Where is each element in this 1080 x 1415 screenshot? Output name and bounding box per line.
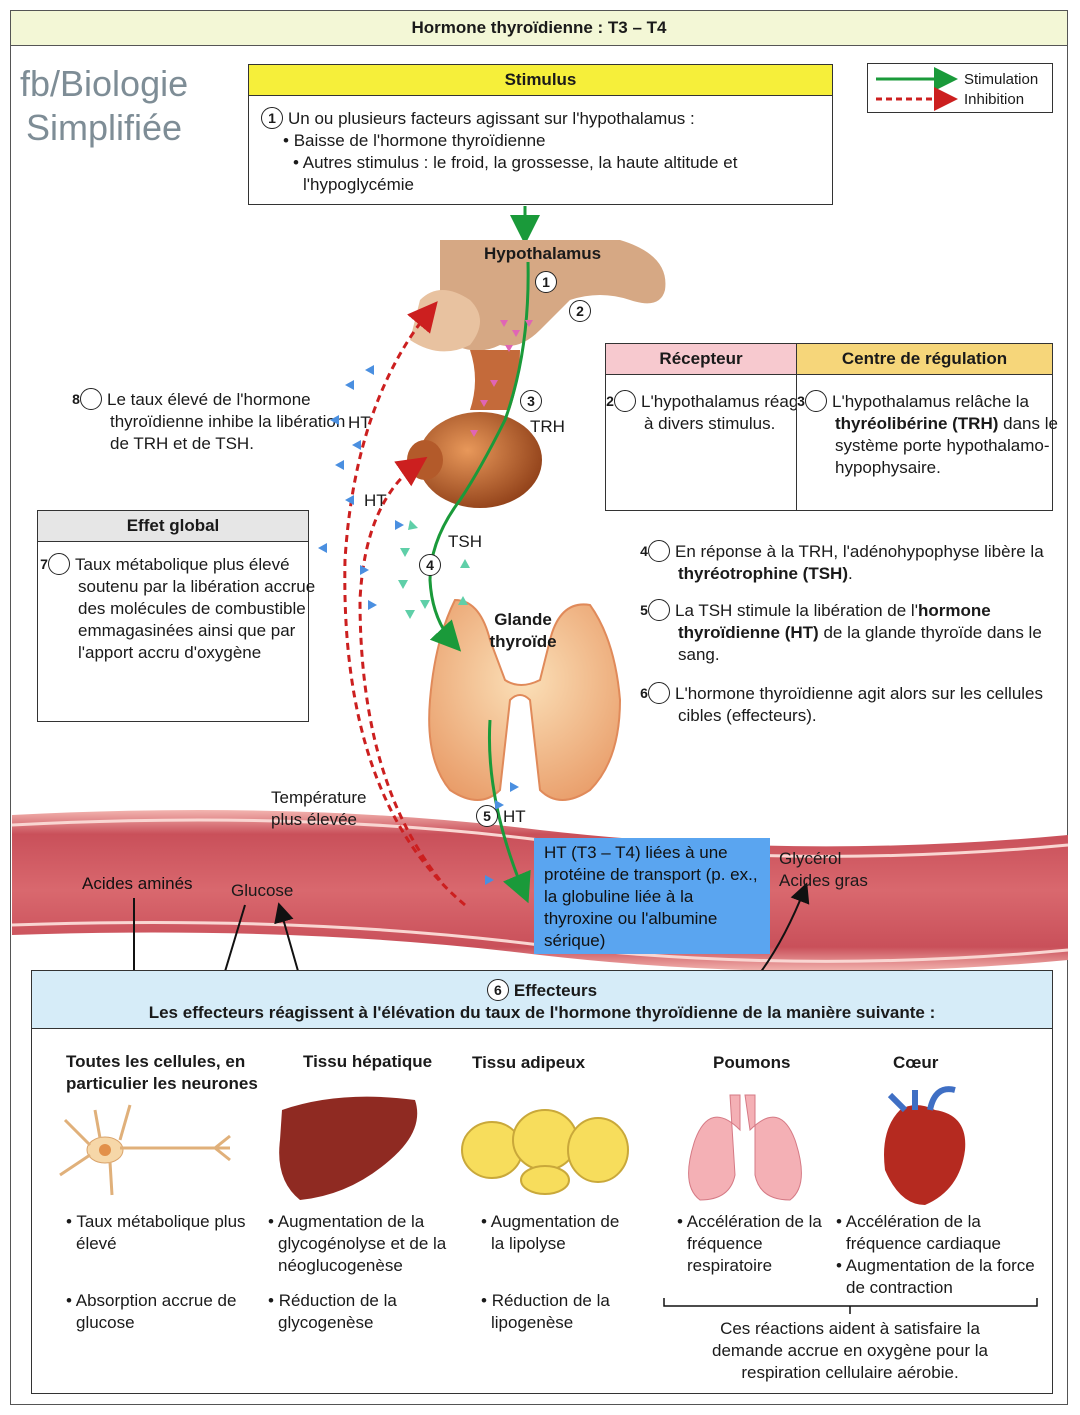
ht-molecules — [318, 365, 519, 885]
effectors-note: Ces réactions aident à satisfaire la dem… — [712, 1319, 988, 1382]
label-tsh: TSH — [448, 532, 482, 551]
circle-4: 4 — [419, 554, 446, 577]
effector-lungs-bullets: • Accélération de la fréquence respirato… — [677, 1212, 822, 1275]
label-ht-middle: HT — [364, 491, 387, 510]
effector-title-liver: Tissu hépatique — [303, 1052, 433, 1071]
label-temperature: Température plus élevée — [271, 788, 367, 829]
legend-inhibition: Inhibition — [964, 91, 1025, 108]
effector-title-heart: Cœur — [893, 1053, 939, 1072]
label-glucose: Glucose — [231, 881, 294, 900]
stimulus-title: Stimulus — [249, 65, 832, 96]
inhibition-path-pituitary — [358, 456, 442, 881]
label-hypothalamus: Hypothalamus — [484, 244, 602, 263]
effector-title-lungs: Poumons — [713, 1053, 791, 1072]
label-ht-upper: HT — [348, 413, 371, 432]
label-glande-thyroide: Glande thyroïde — [489, 610, 557, 651]
circle-2: 2 — [569, 300, 596, 323]
tsh-molecules — [398, 520, 470, 619]
label-glycerol: Glycérol — [779, 849, 842, 868]
page-title: Hormone thyroïdienne : T3 – T4 — [11, 11, 1067, 46]
watermark: fb/Biologie Simplifiée — [20, 63, 189, 148]
label-trh: TRH — [530, 417, 565, 436]
legend-arrows-icon — [876, 67, 958, 111]
effector-cells-bullets: • Taux métabolique plus élevé • Absorpti… — [66, 1212, 246, 1332]
label-acides-gras: Acides gras — [779, 871, 868, 890]
legend-stimulation: Stimulation — [964, 71, 1039, 88]
inhibition-path-hypothalamus — [343, 301, 466, 907]
outer-frame — [10, 10, 1068, 1405]
glycerol-arrow — [736, 882, 810, 1000]
effector-liver-bullets: • Augmentation de la glycogénolyse et de… — [268, 1212, 447, 1332]
global-effect-title: Effet global — [38, 511, 308, 542]
thyroid-gland — [428, 598, 622, 801]
receptor-title: Récepteur — [606, 344, 796, 375]
transport-protein-box: HT (T3 – T4) liées à une protéine de tra… — [534, 838, 770, 954]
effector-title-cells: Toutes les cellules, en particulier les … — [66, 1052, 258, 1093]
effector-heart-bullets: • Accélération de la fréquence cardiaque… — [836, 1212, 1035, 1297]
stimulation-path — [428, 261, 530, 652]
circle-3: 3 — [520, 390, 547, 413]
pituitary-gland — [418, 412, 542, 508]
hypothalamus-shape — [430, 240, 666, 351]
control-center-title: Centre de régulation — [797, 344, 1052, 375]
effector-adipose-bullets: • Augmentation de la lipolyse • Réductio… — [481, 1212, 620, 1332]
label-acides-amines: Acides aminés — [82, 874, 193, 893]
circle-1: 1 — [535, 271, 562, 294]
legend: Stimulation Inhibition — [867, 63, 1053, 113]
trh-molecules — [470, 320, 533, 437]
effector-title-adipose: Tissu adipeux — [472, 1053, 586, 1072]
effectors-subtitle: Les effecteurs réagissent à l'élévation … — [148, 1003, 936, 1022]
